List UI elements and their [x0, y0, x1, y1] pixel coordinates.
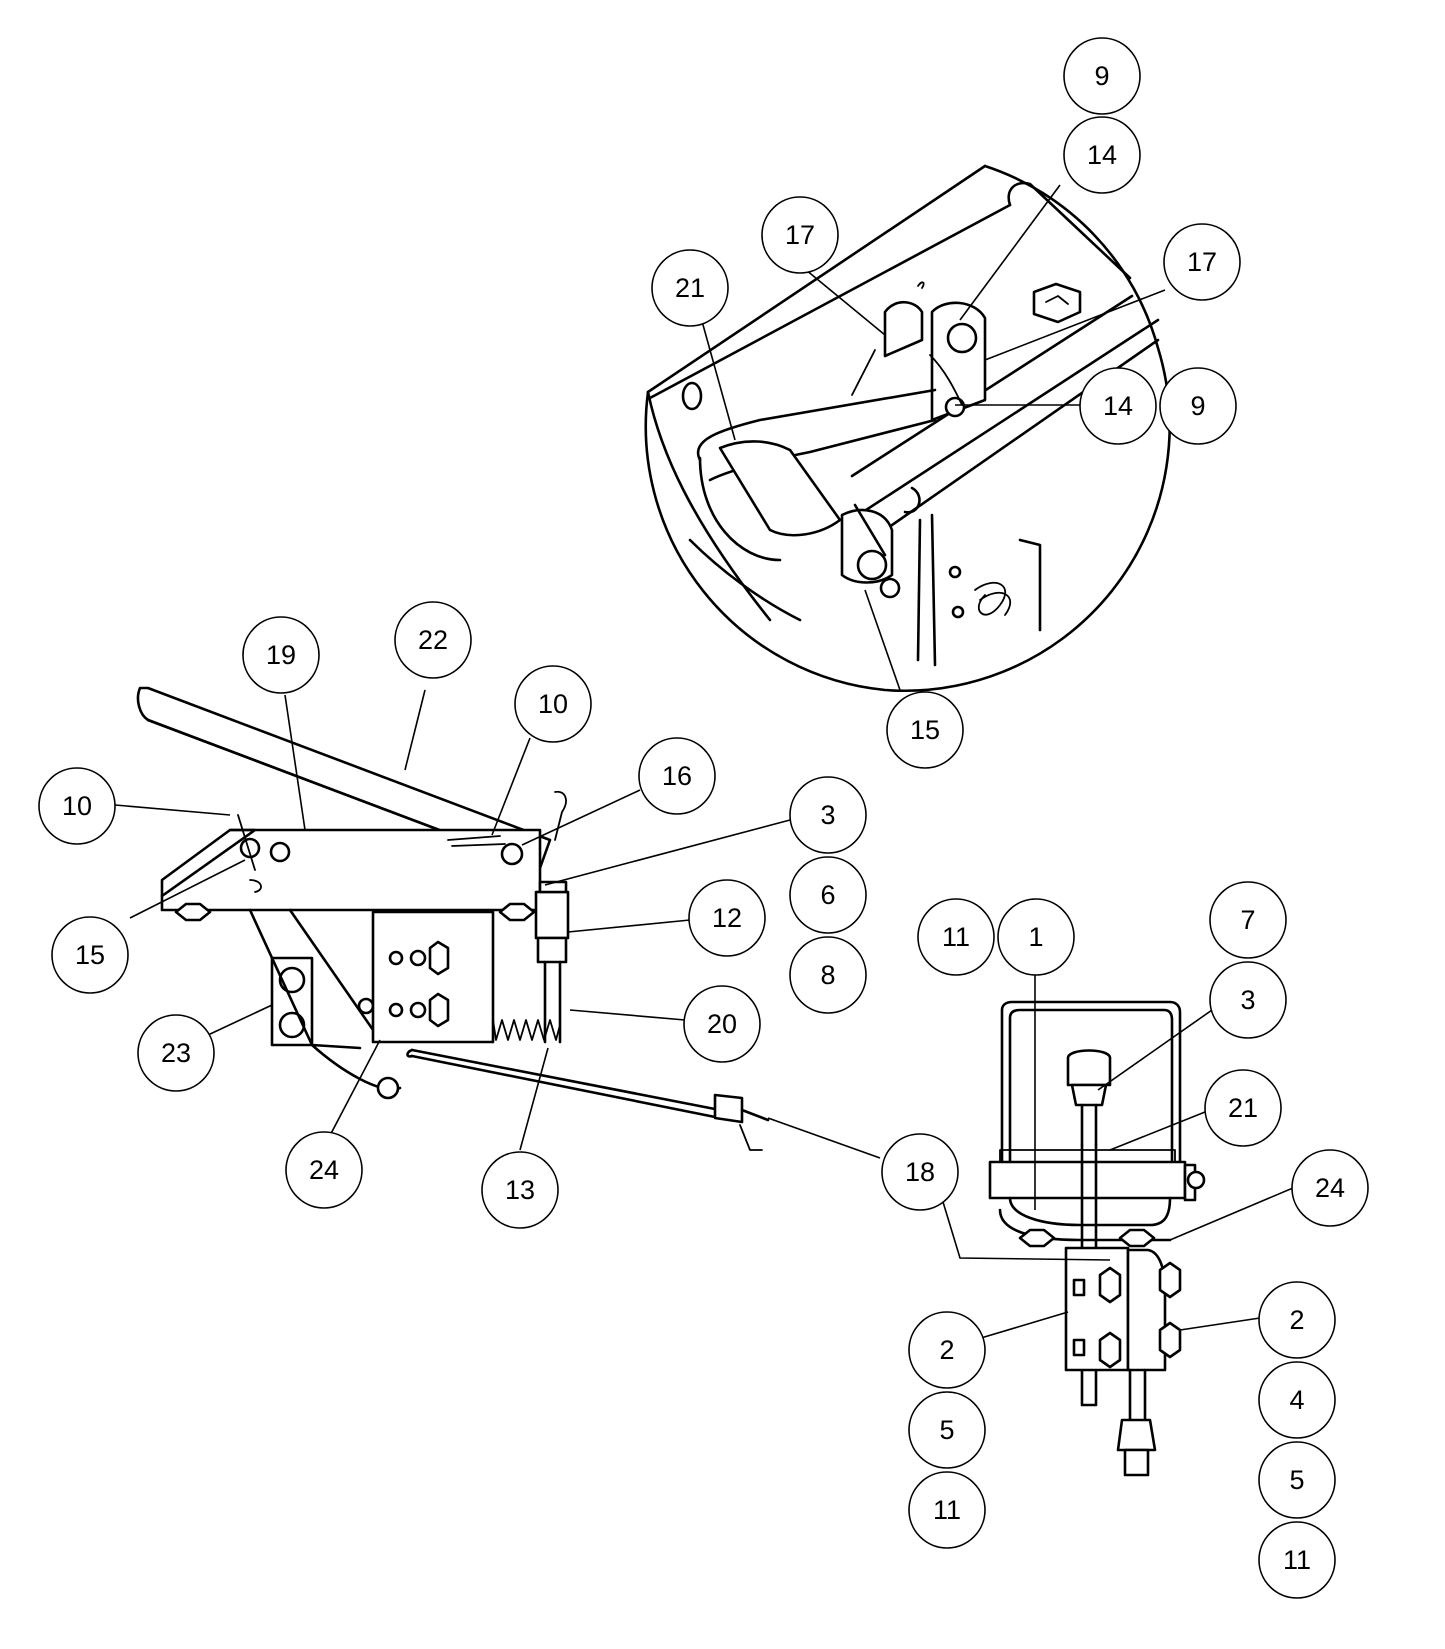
callout-22: 22: [394, 601, 472, 679]
svg-text:10: 10: [538, 689, 568, 719]
callout-18: 18: [881, 1133, 959, 1211]
callout-24-pedal: 24: [285, 1131, 363, 1209]
svg-text:21: 21: [675, 273, 705, 303]
callout-4: 4: [1258, 1361, 1336, 1439]
switch-plate: [371, 910, 495, 1044]
svg-text:11: 11: [933, 1495, 961, 1525]
svg-text:8: 8: [820, 960, 835, 990]
svg-text:15: 15: [75, 940, 105, 970]
knob: [1066, 1049, 1112, 1087]
pedal-arm: [136, 686, 552, 870]
callout-5-left: 5: [908, 1391, 986, 1469]
callout-3-pedal: 3: [789, 776, 867, 854]
svg-text:10: 10: [62, 791, 92, 821]
callout-7: 7: [1209, 881, 1287, 959]
bracket-assembly: [988, 1000, 1206, 1477]
callout-12: 12: [688, 879, 766, 957]
svg-text:14: 14: [1103, 391, 1133, 421]
callout-11-top: 11: [917, 898, 995, 976]
callout-8: 8: [789, 936, 867, 1014]
base-bolts: [174, 902, 536, 922]
svg-text:7: 7: [1240, 905, 1255, 935]
callout-2-left: 2: [908, 1311, 986, 1389]
callout-15-detail: 15: [886, 691, 964, 769]
lower-pin: [840, 486, 921, 599]
callout-19: 19: [242, 616, 320, 694]
base-plate: [160, 828, 542, 912]
svg-text:24: 24: [309, 1155, 339, 1185]
callout-14-top: 14: [1063, 116, 1141, 194]
callout-14-mid: 14: [1079, 367, 1157, 445]
throttle-rod: [410, 1048, 722, 1120]
detail-view-outline: [644, 164, 1171, 692]
svg-text:21: 21: [1228, 1093, 1258, 1123]
svg-text:15: 15: [910, 715, 940, 745]
callout-5-right: 5: [1258, 1441, 1336, 1519]
svg-text:2: 2: [939, 1335, 954, 1365]
callout-21-right: 21: [1204, 1069, 1282, 1147]
svg-text:4: 4: [1289, 1385, 1304, 1415]
svg-text:6: 6: [820, 880, 835, 910]
cable-end: [713, 1093, 744, 1124]
svg-text:9: 9: [1190, 391, 1205, 421]
spring-assembly: [916, 513, 1042, 667]
callout-9-mid: 9: [1159, 367, 1237, 445]
mounting-bracket: [248, 908, 402, 1100]
callout-16: 16: [638, 737, 716, 815]
svg-text:14: 14: [1087, 140, 1117, 170]
u-bracket: [1000, 1000, 1182, 1172]
callout-3-right: 3: [1209, 961, 1287, 1039]
callout-21-detail: 21: [651, 249, 729, 327]
return-spring: [492, 1019, 561, 1041]
svg-text:3: 3: [820, 800, 835, 830]
svg-text:18: 18: [905, 1157, 935, 1187]
callout-17-right: 17: [1163, 223, 1241, 301]
svg-text:23: 23: [161, 1038, 191, 1068]
pedal-pin: [500, 842, 524, 866]
callout-24-right: 24: [1291, 1149, 1369, 1227]
svg-text:1: 1: [1028, 922, 1043, 952]
svg-text:20: 20: [707, 1009, 737, 1039]
callout-13: 13: [481, 1151, 559, 1229]
hex-nut: [1032, 282, 1082, 324]
callout-10-left: 10: [38, 767, 116, 845]
crossbar: [988, 1160, 1187, 1200]
callout-15-left: 15: [51, 916, 129, 994]
pivot-tube: [646, 390, 842, 622]
switch-body: [534, 880, 570, 1044]
callout-11-left: 11: [908, 1471, 986, 1549]
callout-9-top: 9: [1063, 37, 1141, 115]
svg-text:19: 19: [266, 640, 296, 670]
callout-2-right: 2: [1258, 1281, 1336, 1359]
frame-hole: [681, 381, 703, 411]
callout-17-left: 17: [761, 196, 839, 274]
callout-20: 20: [683, 985, 761, 1063]
svg-text:11: 11: [1283, 1545, 1311, 1575]
rod-end: [1116, 1368, 1157, 1477]
svg-text:16: 16: [662, 761, 692, 791]
callout-6: 6: [789, 856, 867, 934]
svg-text:11: 11: [942, 922, 970, 952]
svg-text:13: 13: [505, 1175, 535, 1205]
svg-text:17: 17: [1187, 247, 1217, 277]
callout-23: 23: [137, 1014, 215, 1092]
callout-10-top: 10: [514, 665, 592, 743]
svg-text:3: 3: [1240, 985, 1255, 1015]
svg-text:22: 22: [418, 625, 448, 655]
svg-text:5: 5: [1289, 1465, 1304, 1495]
svg-text:17: 17: [785, 220, 815, 250]
callout-11-right: 11: [1258, 1521, 1336, 1599]
leader-lines: [114, 184, 1301, 1339]
lower-block: [1064, 1246, 1182, 1372]
detail-view: [644, 164, 1171, 692]
pedal-assembly: [136, 686, 770, 1151]
svg-text:9: 9: [1094, 61, 1109, 91]
svg-text:5: 5: [939, 1415, 954, 1445]
callouts: 9 14 17 17 21 14 9 15: [38, 37, 1369, 1599]
svg-text:24: 24: [1315, 1173, 1345, 1203]
callout-1: 1: [997, 898, 1075, 976]
svg-text:12: 12: [712, 903, 742, 933]
svg-text:2: 2: [1289, 1305, 1304, 1335]
